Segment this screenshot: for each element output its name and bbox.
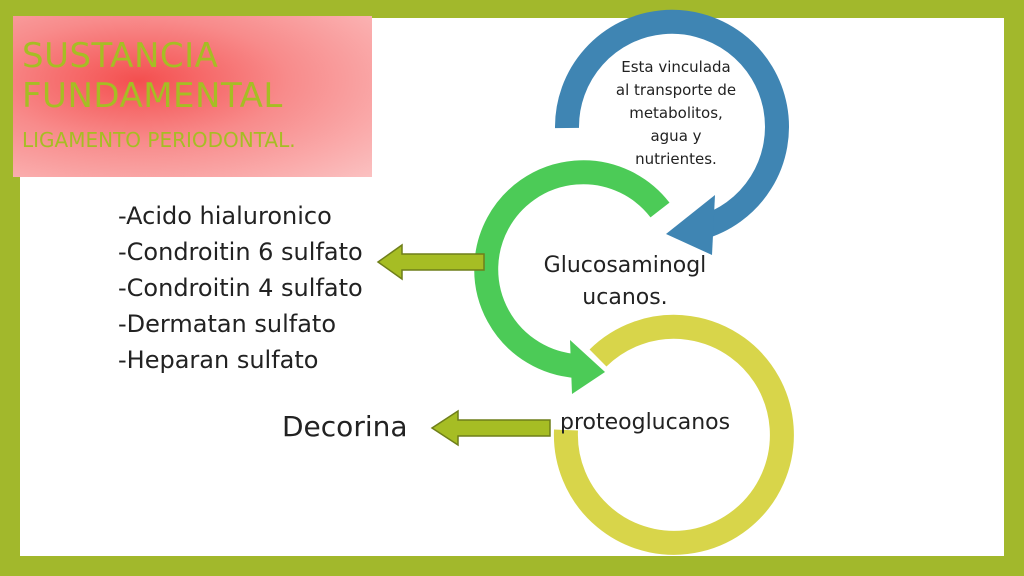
green-cycle-arrow (474, 160, 670, 394)
title-line-1: SUSTANCIA (22, 36, 219, 76)
blue-text-line: agua y (650, 127, 702, 145)
blue-text-line: al transporte de (615, 81, 737, 99)
blue-text-line: metabolitos, (629, 104, 723, 122)
title-box (13, 16, 372, 177)
left-arrow-to-list (376, 243, 485, 281)
yellow-cycle-text: proteoglucanos (560, 410, 731, 435)
blue-text-line: Esta vinculada (621, 58, 731, 76)
blue-text-line: nutrientes. (635, 150, 717, 168)
green-text-line: Glucosaminogl (543, 253, 707, 278)
list-item: -Dermatan sulfato (118, 310, 337, 338)
green-text-line: ucanos. (582, 285, 668, 310)
list-item: -Acido hialuronico (118, 202, 332, 230)
list-item: -Condroitin 6 sulfato (118, 238, 363, 266)
title-line-2: FUNDAMENTAL (22, 76, 283, 116)
slide-title: SUSTANCIA FUNDAMENTAL (22, 36, 283, 116)
decorina-label: Decorina (282, 410, 408, 443)
blue-cycle-arrow (554, 9, 789, 255)
glycosaminoglycan-list: -Acido hialuronico -Condroitin 6 sulfato… (118, 198, 363, 378)
yellow-cycle-ring (553, 314, 794, 555)
left-arrow-to-decorina (430, 409, 551, 447)
slide-subtitle: LIGAMENTO PERIODONTAL. (22, 128, 296, 152)
green-cycle-text: Glucosaminogl ucanos. (520, 250, 730, 314)
list-item: -Heparan sulfato (118, 346, 319, 374)
blue-cycle-text: Esta vinculada al transporte de metaboli… (596, 56, 756, 171)
list-item: -Condroitin 4 sulfato (118, 274, 363, 302)
